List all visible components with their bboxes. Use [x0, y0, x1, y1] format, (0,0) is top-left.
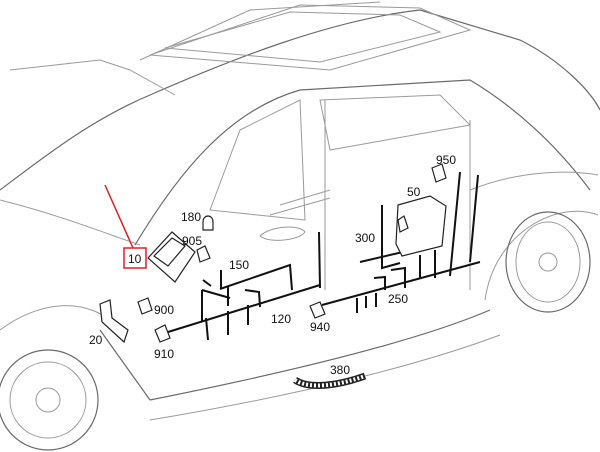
label-20: 20	[89, 333, 103, 347]
label-50: 50	[407, 185, 421, 199]
wiring-harness	[167, 171, 481, 341]
connector-910	[154, 324, 171, 343]
label-300: 300	[355, 231, 375, 245]
control-unit-10	[147, 231, 196, 283]
label-900: 900	[154, 303, 174, 317]
label-120: 120	[271, 312, 291, 326]
car-body-outline	[0, 1, 600, 421]
highlight-arrow	[104, 184, 134, 249]
label-940: 940	[310, 320, 330, 334]
rear-wheel	[505, 211, 591, 313]
label-380: 380	[330, 363, 350, 377]
label-905: 905	[182, 234, 202, 248]
highlight-box	[123, 247, 147, 269]
connector-900	[137, 297, 153, 315]
label-150: 150	[229, 258, 249, 272]
connector-180	[202, 215, 214, 231]
label-910: 910	[154, 347, 174, 361]
bracket-20	[99, 299, 129, 344]
label-250: 250	[388, 292, 408, 306]
connector-940	[309, 301, 326, 319]
label-10: 10	[128, 252, 142, 266]
connector-905	[196, 245, 211, 263]
front-wheel	[0, 349, 99, 451]
label-950: 950	[436, 153, 456, 167]
label-180: 180	[181, 210, 201, 224]
control-unit-50	[395, 195, 447, 257]
connector-950	[431, 163, 447, 183]
hose-380	[293, 372, 367, 389]
